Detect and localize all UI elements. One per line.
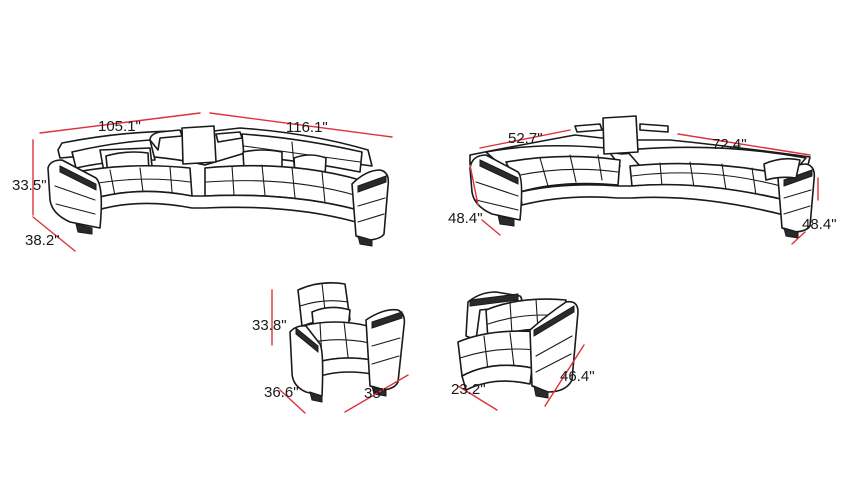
- dimension-line-width-right: [209, 112, 393, 138]
- sectional-bed-drawing: [469, 115, 816, 239]
- dimension-line-chair-width: [344, 374, 409, 413]
- dimension-line-bed-width-left: [479, 129, 571, 149]
- bed-depth-left-label: 48.4": [448, 210, 483, 227]
- dimension-line-width-left: [39, 112, 201, 134]
- chairbed-width-label: 23.2": [451, 381, 486, 398]
- bed-width-left-label: 52.7": [508, 130, 543, 147]
- dimension-line-chair-depth: [279, 389, 306, 414]
- sectional-width-right-label: 116.1": [286, 119, 328, 136]
- dimension-line-bed-depth-left-2: [481, 219, 501, 236]
- dimension-line-bed-depth-right-2: [791, 231, 806, 245]
- sectional-depth-label: 38.2": [25, 232, 60, 249]
- bed-width-right-label: 72.4": [712, 136, 747, 153]
- armchair-drawing: [289, 282, 406, 403]
- sectional-width-left-label: 105.1": [98, 118, 141, 135]
- chair-height-label: 33.8": [252, 317, 287, 334]
- sectional-height-label: 33.5": [12, 177, 47, 194]
- dimension-line-depth: [32, 216, 76, 252]
- sectional-bed-dimensions: 52.7" 72.4" 48.4" 48.4": [448, 129, 837, 245]
- armchair-bed-drawing: [457, 291, 579, 399]
- dimension-line-bed-width-right: [677, 133, 811, 156]
- bed-depth-right-label: 48.4": [802, 216, 837, 233]
- chair-depth-label: 36.6": [264, 384, 299, 401]
- armchair-bed-dimensions: 23.2" 46.4": [451, 344, 595, 411]
- dimension-line-bed-depth-left: [469, 164, 479, 206]
- chairbed-length-label: 46.4": [560, 368, 595, 385]
- dimension-line-chairbed-width: [457, 385, 498, 411]
- chair-width-label: 35": [364, 385, 386, 402]
- sectional-sofa-dimensions: 105.1" 116.1" 33.5" 38.2": [12, 112, 393, 252]
- armchair-dimensions: 33.8" 36.6" 35": [252, 289, 409, 414]
- sectional-sofa-drawing: [47, 125, 390, 247]
- dimension-line-chairbed-length: [544, 344, 585, 407]
